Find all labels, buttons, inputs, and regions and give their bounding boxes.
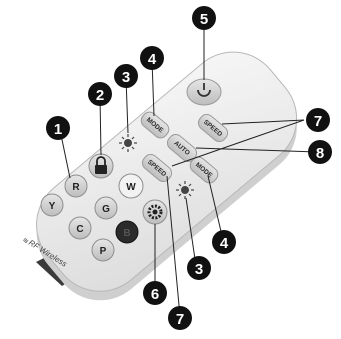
svg-text:W: W — [126, 182, 136, 193]
callout-8: 8 — [308, 140, 332, 164]
callout-4-top: 4 — [140, 46, 164, 70]
svg-text:7: 7 — [314, 113, 322, 130]
callout-2: 2 — [88, 82, 112, 106]
color-button-r[interactable]: R — [64, 174, 88, 198]
color-button-b[interactable]: B — [115, 220, 139, 244]
color-button-c[interactable]: C — [68, 216, 92, 240]
callout-3-top: 3 — [114, 64, 138, 88]
svg-text:Y: Y — [49, 201, 56, 212]
svg-text:5: 5 — [200, 11, 208, 28]
svg-text:C: C — [76, 224, 83, 235]
svg-text:4: 4 — [220, 235, 229, 252]
svg-text:R: R — [72, 182, 80, 193]
callout-4-bottom: 4 — [212, 230, 236, 254]
wireless-icon: ≋ — [21, 237, 30, 246]
power-button[interactable] — [186, 78, 222, 106]
svg-text:2: 2 — [96, 87, 104, 104]
svg-text:G: G — [102, 204, 110, 215]
mode-down-button[interactable]: MODE — [187, 154, 220, 186]
callout-1: 1 — [46, 116, 70, 140]
svg-text:P: P — [100, 246, 107, 257]
svg-text:7: 7 — [176, 311, 184, 328]
svg-text:6: 6 — [151, 286, 159, 303]
callout-5: 5 — [192, 6, 216, 30]
callout-6: 6 — [143, 281, 167, 305]
svg-text:1: 1 — [54, 121, 62, 138]
color-button-p[interactable]: P — [91, 238, 115, 262]
leader-lines — [59, 20, 318, 317]
lock-icon — [95, 165, 107, 174]
brightness-up-icon[interactable] — [119, 134, 137, 152]
color-button-g[interactable]: G — [94, 196, 118, 220]
color-button-y[interactable]: Y — [40, 193, 64, 217]
svg-text:3: 3 — [122, 69, 130, 86]
svg-text:3: 3 — [195, 261, 203, 278]
speed-down-button[interactable]: SPEED — [140, 152, 175, 185]
callout-3-bottom: 3 — [187, 256, 211, 280]
speed-up-button[interactable]: SPEED — [196, 112, 231, 145]
svg-text:8: 8 — [316, 145, 324, 162]
callout-7-top: 7 — [306, 108, 330, 132]
svg-text:B: B — [123, 228, 130, 239]
brightness-down-icon[interactable] — [176, 181, 194, 199]
settings-button[interactable] — [142, 199, 168, 225]
white-button[interactable]: W — [118, 173, 144, 199]
callout-7-bottom: 7 — [168, 306, 192, 330]
gear-icon — [147, 204, 163, 220]
svg-text:4: 4 — [148, 51, 157, 68]
mode-up-button[interactable]: MODE — [138, 109, 171, 141]
lock-button[interactable] — [88, 153, 114, 179]
